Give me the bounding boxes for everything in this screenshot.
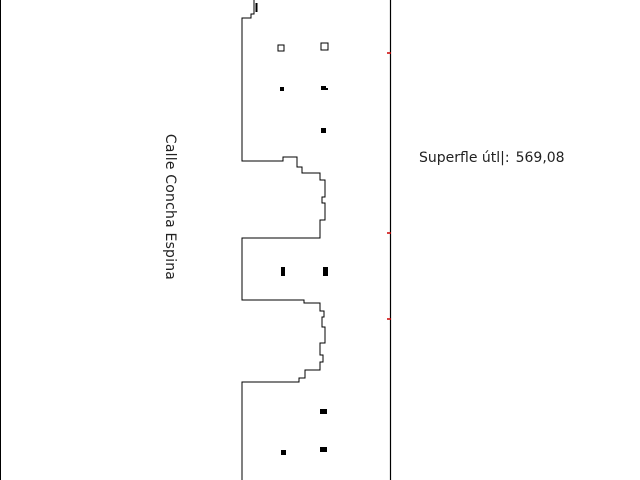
area-label-text: Superfle útl|:	[419, 150, 510, 166]
column-small	[321, 86, 326, 90]
column-solid	[323, 267, 328, 276]
facade-outline	[241, 0, 326, 480]
column-solid	[281, 450, 286, 455]
column-solid	[320, 409, 327, 414]
street-name-label: Calle Concha Espina	[162, 133, 178, 281]
column-solid	[281, 267, 285, 276]
column-small	[325, 88, 328, 90]
column-open-right	[320, 42, 329, 51]
column-solid	[321, 128, 326, 133]
usable-area-label: Superfle útl|: 569,08	[419, 150, 565, 166]
column-small	[280, 87, 284, 91]
column-open-left	[277, 44, 285, 52]
area-value: 569,08	[515, 150, 565, 166]
column-solid	[320, 447, 327, 452]
